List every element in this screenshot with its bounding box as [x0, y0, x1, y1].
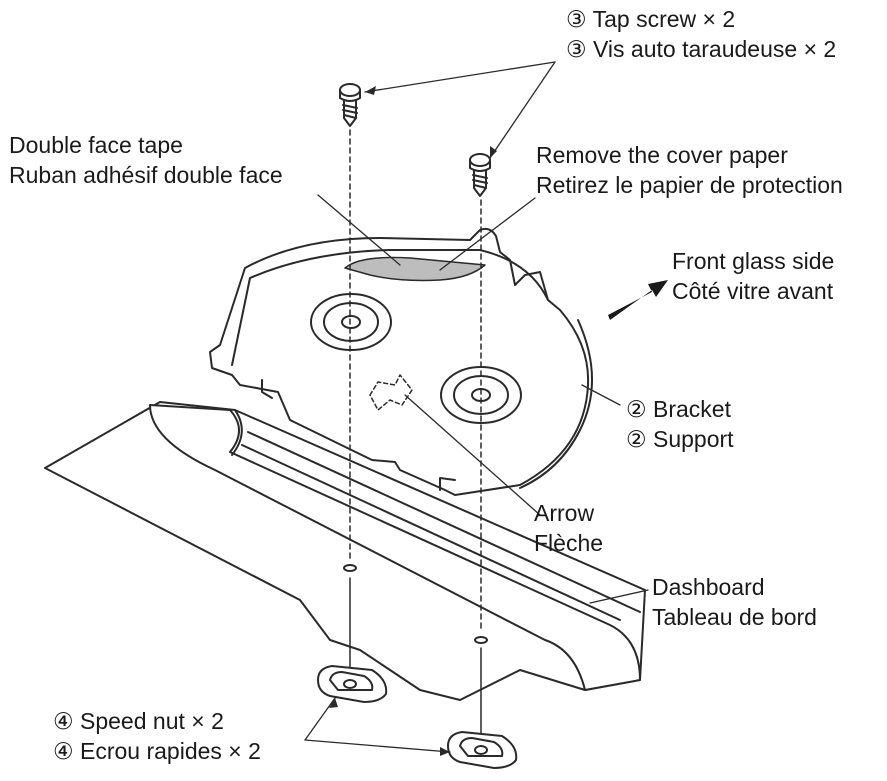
bracket-arrow-mark	[369, 374, 413, 411]
label-cover-paper-en: Remove the cover paper	[536, 142, 788, 168]
label-cover-paper-fr: Retirez le papier de protection	[536, 172, 843, 198]
label-bracket: ② Bracket ② Support	[626, 394, 734, 454]
label-arrow: Arrow Flèche	[534, 498, 603, 558]
label-speed-nut-fr: ④ Ecrou rapides × 2	[53, 738, 261, 764]
label-front-glass-en: Front glass side	[672, 248, 835, 274]
speed-nut-right	[447, 731, 518, 769]
label-cover-paper: Remove the cover paper Retirez le papier…	[536, 140, 843, 200]
label-arrow-en: Arrow	[534, 500, 595, 526]
label-bracket-en: ② Bracket	[626, 396, 731, 422]
tap-screw-right	[469, 153, 491, 197]
label-bracket-fr: ② Support	[626, 426, 734, 452]
label-double-face-tape-en: Double face tape	[9, 132, 183, 158]
label-speed-nut-en: ④ Speed nut × 2	[53, 708, 224, 734]
label-tap-screw-fr: ③ Vis auto taraudeuse × 2	[566, 36, 837, 62]
label-double-face-tape: Double face tape Ruban adhésif double fa…	[9, 130, 283, 190]
leader-lines	[304, 61, 649, 753]
mount-ring-left	[310, 293, 392, 351]
label-dashboard: Dashboard Tableau de bord	[652, 572, 817, 632]
label-tap-screw-en: ③ Tap screw × 2	[566, 6, 736, 32]
label-arrow-fr: Flèche	[534, 530, 604, 556]
tap-screw-left	[339, 83, 361, 127]
bracket	[209, 227, 593, 496]
label-tap-screw: ③ Tap screw × 2 ③ Vis auto taraudeuse × …	[566, 4, 836, 64]
arrow-right-up-icon	[608, 280, 668, 320]
label-speed-nut: ④ Speed nut × 2 ④ Ecrou rapides × 2	[53, 706, 261, 766]
label-dashboard-en: Dashboard	[652, 574, 765, 600]
label-double-face-tape-fr: Ruban adhésif double face	[9, 162, 283, 188]
speed-nut-left	[317, 665, 388, 703]
dashboard-panel	[44, 401, 646, 701]
label-front-glass-fr: Côté vitre avant	[672, 278, 834, 304]
label-front-glass: Front glass side Côté vitre avant	[672, 246, 834, 306]
label-dashboard-fr: Tableau de bord	[652, 604, 817, 630]
